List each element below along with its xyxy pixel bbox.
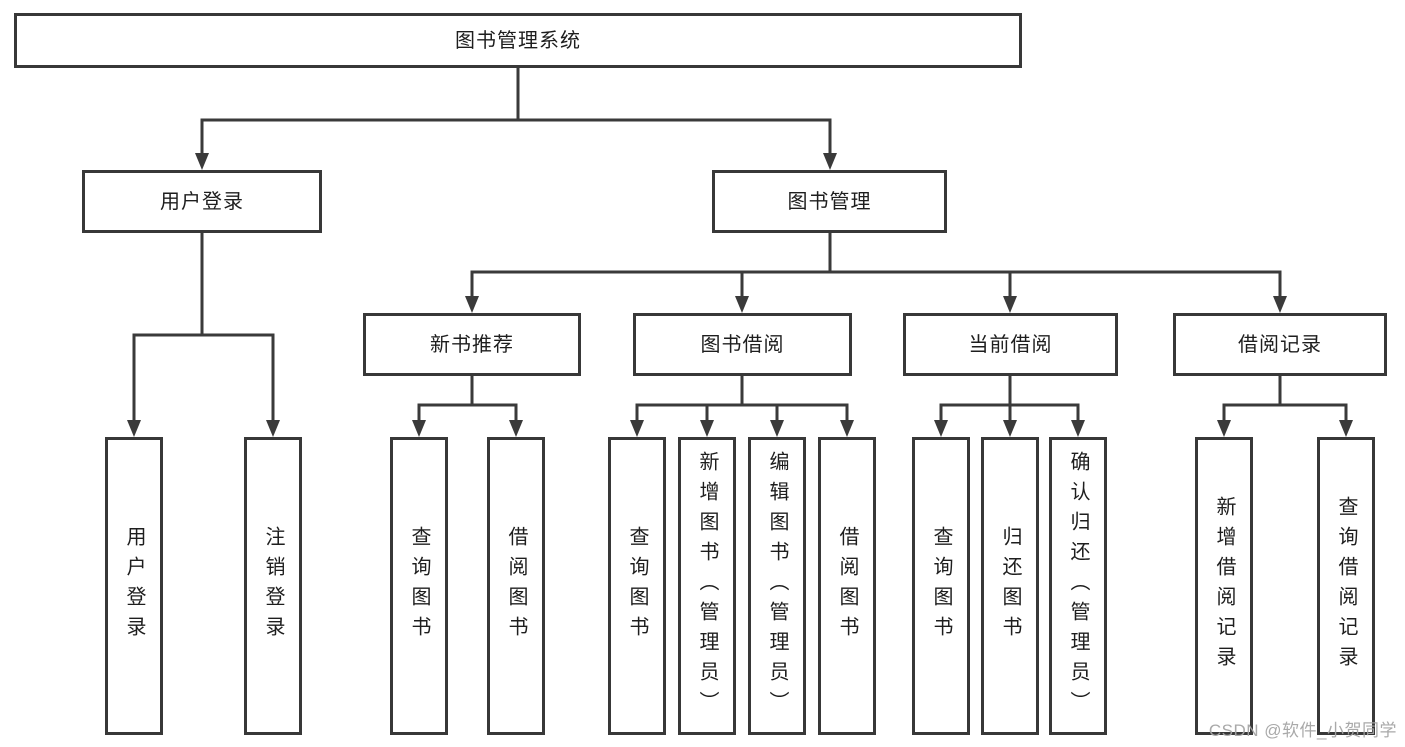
node-label: 新书推荐 — [430, 333, 514, 356]
node-label: 新增借阅记录 — [1213, 496, 1235, 676]
node-label: 查询图书 — [408, 526, 430, 646]
node-label: 图书管理系统 — [455, 29, 581, 52]
node-book-management: 图书管理 — [712, 170, 947, 233]
node-label: 借阅记录 — [1238, 333, 1322, 356]
node-label: 查询图书 — [930, 526, 952, 646]
node-borrowing-records: 借阅记录 — [1173, 313, 1387, 376]
node-leaf-logout: 注销登录 — [244, 437, 302, 735]
node-leaf-user-login: 用户登录 — [105, 437, 163, 735]
node-leaf-return-books: 归还图书 — [981, 437, 1039, 735]
node-leaf-query-books-borrowing: 查询图书 — [608, 437, 666, 735]
node-label: 查询借阅记录 — [1335, 496, 1357, 676]
node-label: 归还图书 — [999, 526, 1021, 646]
node-label: 编辑图书（管理员） — [766, 451, 788, 721]
node-label: 借阅图书 — [505, 526, 527, 646]
node-leaf-add-books-admin: 新增图书（管理员） — [678, 437, 736, 735]
node-leaf-borrow-books-recommend: 借阅图书 — [487, 437, 545, 735]
node-user-login-group: 用户登录 — [82, 170, 322, 233]
node-library-management-system: 图书管理系统 — [14, 13, 1022, 68]
node-label: 图书借阅 — [700, 333, 785, 356]
node-leaf-confirm-return-admin: 确认归还（管理员） — [1049, 437, 1107, 735]
node-label: 用户登录 — [160, 190, 244, 213]
node-current-borrowing: 当前借阅 — [903, 313, 1118, 376]
node-leaf-edit-books-admin: 编辑图书（管理员） — [748, 437, 806, 735]
node-label: 当前借阅 — [968, 333, 1053, 356]
node-leaf-query-books-current: 查询图书 — [912, 437, 970, 735]
node-leaf-add-borrow-record: 新增借阅记录 — [1195, 437, 1253, 735]
node-label: 确认归还（管理员） — [1067, 451, 1089, 721]
node-label: 借阅图书 — [836, 526, 858, 646]
node-leaf-borrow-books: 借阅图书 — [818, 437, 876, 735]
node-label: 注销登录 — [262, 526, 284, 646]
node-book-borrowing: 图书借阅 — [633, 313, 852, 376]
node-leaf-query-borrow-record: 查询借阅记录 — [1317, 437, 1375, 735]
node-label: 用户登录 — [123, 526, 145, 646]
node-leaf-query-books-recommend: 查询图书 — [390, 437, 448, 735]
node-label: 新增图书（管理员） — [696, 451, 718, 721]
node-label: 图书管理 — [787, 190, 872, 213]
watermark: CSDN @软件_小贺同学 — [1208, 721, 1397, 740]
node-label: 查询图书 — [626, 526, 648, 646]
node-new-book-recommendation: 新书推荐 — [363, 313, 581, 376]
